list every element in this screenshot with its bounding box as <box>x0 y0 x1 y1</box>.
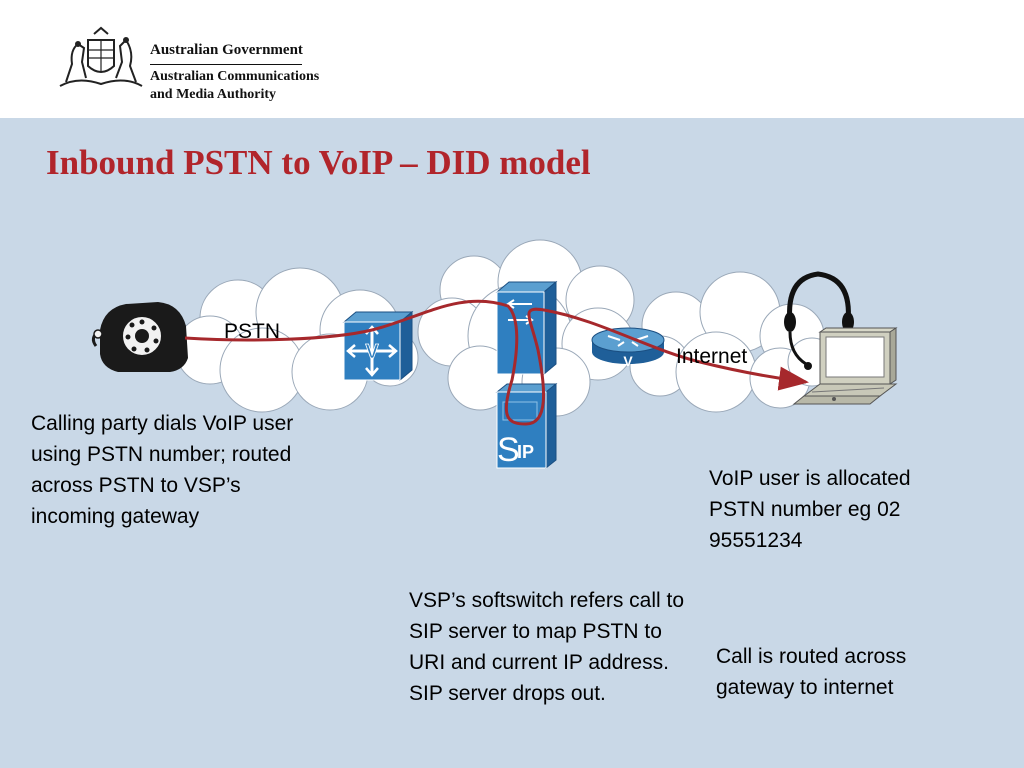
router-letter: V <box>623 353 633 369</box>
authority-name-line1: Australian Communications <box>150 69 320 84</box>
sip-server-icon: S IP <box>495 382 558 470</box>
telephone-icon <box>91 302 188 372</box>
call-path-line <box>184 299 809 426</box>
voip-user-note: VoIP user is allocated PSTN number eg 02… <box>709 467 911 552</box>
calling-party-note: Calling party dials VoIP user using PSTN… <box>31 412 294 528</box>
slide-title: Inbound PSTN to VoIP – DID model <box>46 143 591 182</box>
header-bar: Australian Government Australian Communi… <box>0 0 1024 118</box>
softswitch-note: VSP’s softswitch refers call to SIP serv… <box>409 589 685 705</box>
authority-name-line2: and Media Authority <box>150 87 277 102</box>
coat-of-arms-icon <box>59 26 143 87</box>
government-name: Australian Government <box>150 42 303 58</box>
gateway-letter: V <box>365 341 379 363</box>
network-diagram: V S IP V <box>91 239 898 470</box>
routing-note: Call is routed across gateway to interne… <box>716 645 907 699</box>
gateway-switch-icon: V <box>342 310 414 382</box>
internet-label: Internet <box>676 345 748 368</box>
router-icon: V <box>591 327 665 369</box>
softswitch-icon <box>495 280 558 376</box>
header-divider <box>150 64 302 65</box>
laptop-icon <box>792 327 898 405</box>
pstn-label: PSTN <box>224 320 281 343</box>
sip-label: IP <box>517 442 534 462</box>
sip-s-glyph: S <box>497 431 520 469</box>
headset-icon <box>784 271 854 370</box>
